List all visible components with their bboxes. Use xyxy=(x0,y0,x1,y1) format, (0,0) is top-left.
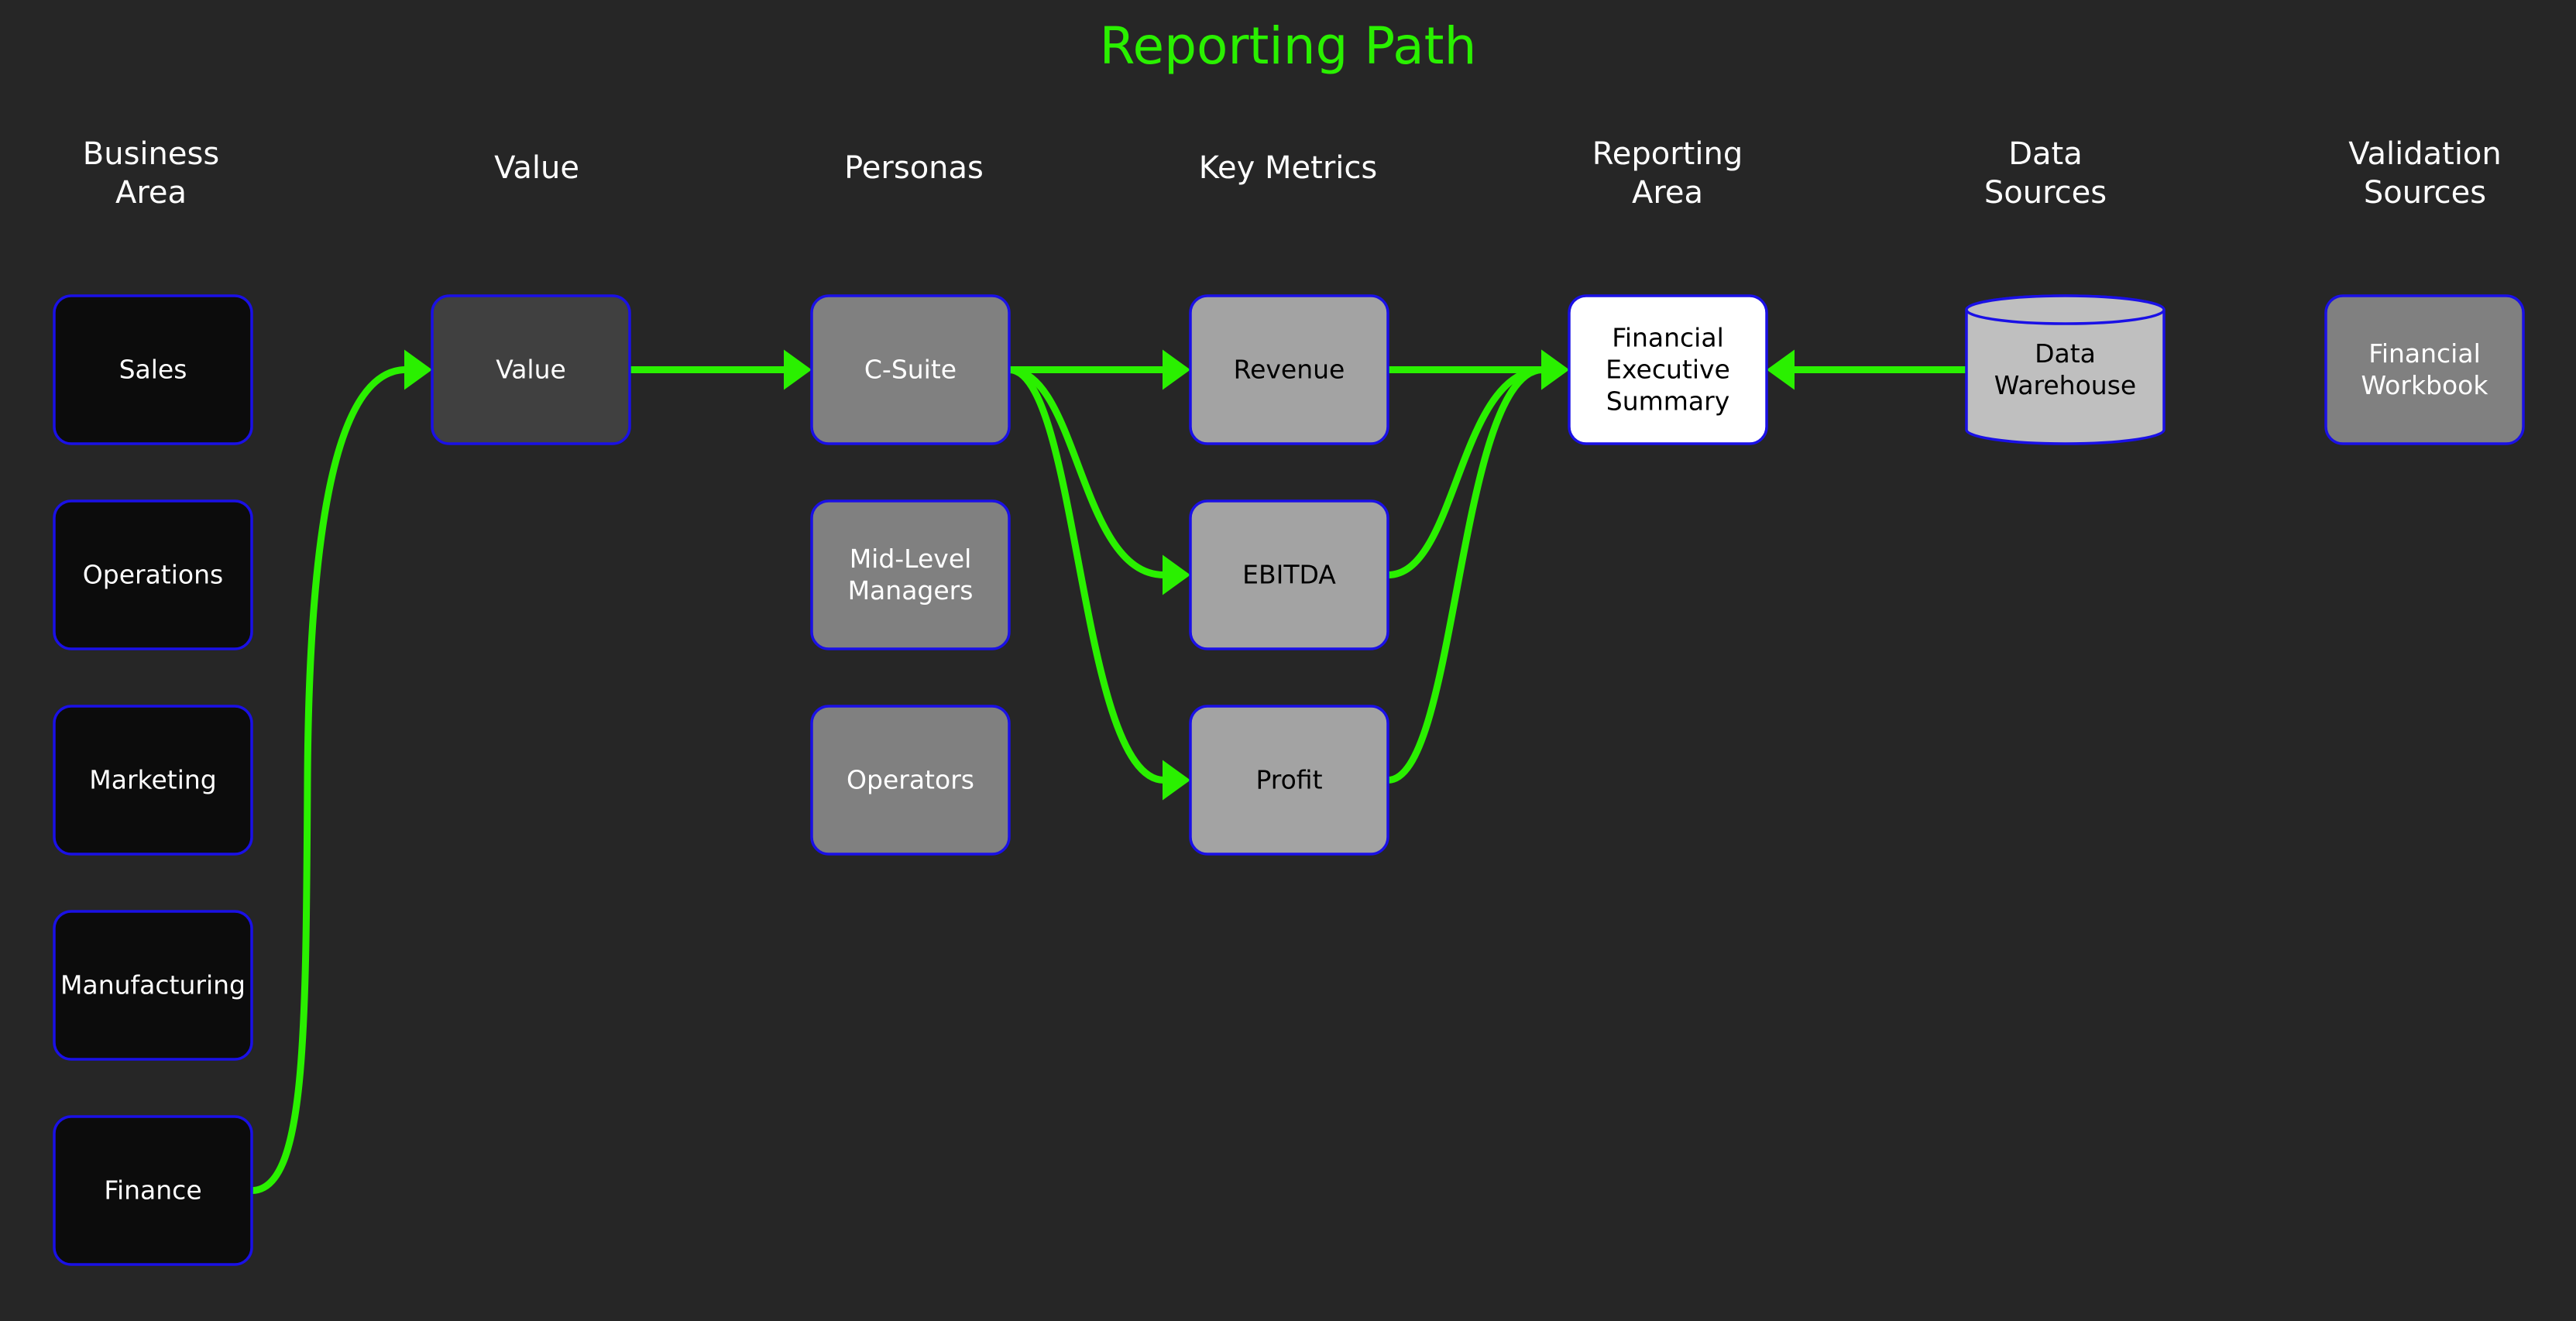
node-box xyxy=(1568,294,1768,445)
column-header-line: Key Metrics xyxy=(1199,150,1377,186)
node-label-line: Manufacturing xyxy=(60,970,246,1000)
arrowhead-icon xyxy=(784,349,812,390)
edge-c-suite-to-profit xyxy=(1005,366,1168,784)
edge-ebitda-to-financial-executive-summary xyxy=(1384,366,1547,578)
node-sales[interactable]: Sales xyxy=(53,294,253,445)
node-profit[interactable]: Profit xyxy=(1189,705,1389,856)
diagram-title: Reporting Path xyxy=(1100,16,1477,76)
node-label-line: C-Suite xyxy=(864,355,957,385)
node-label: Operators xyxy=(847,765,974,795)
node-label: Profit xyxy=(1255,765,1322,795)
node-label: Operations xyxy=(83,560,223,590)
node-label: Marketing xyxy=(89,765,216,795)
node-c-suite[interactable]: C-Suite xyxy=(810,294,1011,445)
column-header-line: Sources xyxy=(1984,175,2107,211)
node-label-line: Value xyxy=(496,355,566,385)
node-label: EBITDA xyxy=(1242,560,1336,590)
node-operators[interactable]: Operators xyxy=(810,705,1011,856)
column-header-line: Area xyxy=(115,175,187,211)
node-manufacturing[interactable]: Manufacturing xyxy=(53,910,253,1061)
node-finance[interactable]: Finance xyxy=(53,1115,253,1266)
column-header-line: Business xyxy=(83,136,219,172)
node-label: Revenue xyxy=(1234,355,1345,385)
node-operations[interactable]: Operations xyxy=(53,499,253,650)
arrowhead-icon xyxy=(1541,349,1569,390)
node-label-line: Managers xyxy=(848,575,974,606)
node-label-line: Financial xyxy=(1612,323,1724,353)
arrowhead-icon xyxy=(1163,760,1190,801)
column-header-line: Data xyxy=(2008,136,2083,172)
node-marketing[interactable]: Marketing xyxy=(53,705,253,856)
column-header-line: Validation xyxy=(2348,136,2502,172)
node-label-line: Operators xyxy=(847,765,974,795)
nodes: SalesOperationsMarketingManufacturingFin… xyxy=(53,294,2525,1266)
node-label: Finance xyxy=(104,1175,201,1206)
column-header-line: Personas xyxy=(844,150,984,186)
column-header-line: Area xyxy=(1632,175,1703,211)
node-box xyxy=(431,294,631,445)
node-label-line: Workbook xyxy=(2361,370,2488,400)
node-box xyxy=(1189,705,1389,856)
arrowhead-icon xyxy=(404,349,432,390)
node-box xyxy=(53,294,253,445)
node-label-line: Finance xyxy=(104,1175,201,1206)
node-value[interactable]: Value xyxy=(431,294,631,445)
node-label-line: Financial xyxy=(2368,338,2481,369)
node-box xyxy=(53,499,253,650)
node-label-line: Operations xyxy=(83,560,223,590)
node-ebitda[interactable]: EBITDA xyxy=(1189,499,1389,650)
node-label-line: EBITDA xyxy=(1242,560,1336,590)
arrowhead-icon xyxy=(1163,349,1190,390)
edge-profit-to-financial-executive-summary xyxy=(1384,366,1547,784)
column-header-line: Reporting xyxy=(1592,136,1743,172)
cylinder-top xyxy=(1965,294,2166,325)
node-label: Value xyxy=(496,355,566,385)
node-label: Sales xyxy=(119,355,187,385)
node-label-line: Sales xyxy=(119,355,187,385)
arrowhead-icon xyxy=(1767,349,1795,390)
node-label-line: Marketing xyxy=(89,765,216,795)
node-box xyxy=(1189,294,1389,445)
edge-c-suite-to-ebitda xyxy=(1005,366,1168,578)
node-label-line: Warehouse xyxy=(1994,370,2136,400)
node-label-line: Profit xyxy=(1255,765,1322,795)
node-label-line: Mid-Level xyxy=(850,544,972,574)
arrowhead-icon xyxy=(1163,554,1190,595)
node-box xyxy=(53,1115,253,1266)
edges xyxy=(248,349,1970,1194)
column-header-value: Value xyxy=(494,150,579,186)
column-header-key-metrics: Key Metrics xyxy=(1199,150,1377,186)
node-revenue[interactable]: Revenue xyxy=(1189,294,1389,445)
node-box xyxy=(2324,294,2525,445)
edge-finance-to-value xyxy=(248,366,410,1194)
node-box xyxy=(53,910,253,1061)
node-box xyxy=(810,499,1011,650)
node-box xyxy=(53,705,253,856)
node-box xyxy=(810,294,1011,445)
node-label-line: Executive xyxy=(1606,355,1730,385)
column-header-line: Value xyxy=(494,150,579,186)
node-box xyxy=(1189,499,1389,650)
column-header-line: Sources xyxy=(2364,175,2486,211)
node-label: Manufacturing xyxy=(60,970,246,1000)
node-box xyxy=(810,705,1011,856)
node-label-line: Data xyxy=(2035,338,2096,369)
node-label: C-Suite xyxy=(864,355,957,385)
node-label-line: Summary xyxy=(1606,386,1729,417)
node-label-line: Revenue xyxy=(1234,355,1345,385)
column-header-personas: Personas xyxy=(844,150,984,186)
